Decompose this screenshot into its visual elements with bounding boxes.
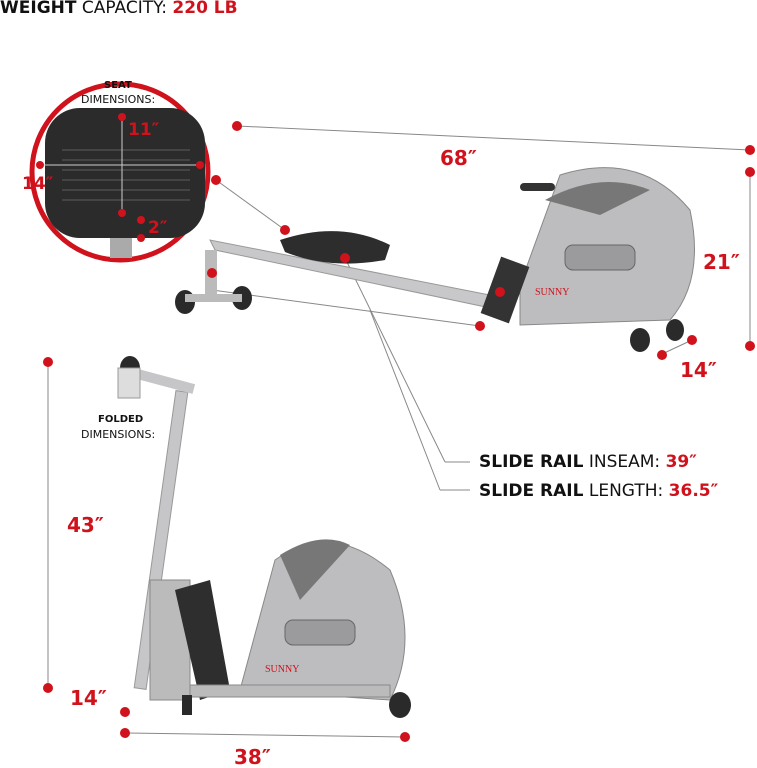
slide-rail-inseam-label-bold: SLIDE RAIL [479, 452, 584, 472]
folded-dimensions-label: DIMENSIONS: [81, 428, 156, 441]
seat-length: 11″ [128, 120, 160, 140]
slide-rail-inseam-label: INSEAM: [588, 452, 661, 472]
seat-width: 14″ [22, 174, 54, 194]
slide-rail-length-label: LENGTH: [588, 481, 664, 501]
folded-width: 14″ [70, 686, 107, 710]
folded-length: 38″ [234, 745, 271, 768]
slide-rail-length: SLIDE RAIL LENGTH: 36.5″ [479, 481, 718, 501]
weight-capacity-value: 220 LB [172, 0, 238, 18]
slide-rail-length-label-bold: SLIDE RAIL [479, 481, 584, 501]
seat-height: 2″ [148, 218, 168, 238]
unfolded-rower [175, 167, 695, 352]
weight-capacity-label-bold: WEIGHT [0, 0, 77, 18]
unfolded-length: 68″ [440, 146, 477, 170]
seat-label: SEAT [104, 80, 132, 91]
unfolded-width: 14″ [680, 358, 717, 382]
unfolded-height: 21″ [703, 250, 740, 274]
dimension-markers [36, 113, 755, 742]
slide-rail-inseam-value: 39″ [665, 452, 697, 472]
weight-capacity-label: CAPACITY: [81, 0, 167, 18]
slide-rail-inseam: SLIDE RAIL INSEAM: 39″ [479, 452, 697, 472]
slide-rail-length-value: 36.5″ [668, 481, 719, 501]
folded-rower [117, 356, 411, 718]
sunny-logo-folded: SUNNY [265, 664, 299, 675]
folded-label: FOLDED [98, 414, 144, 425]
folded-height: 43″ [67, 513, 104, 537]
sunny-logo: SUNNY [535, 287, 569, 298]
weight-capacity-title: WEIGHT CAPACITY: 220 LB [0, 0, 238, 18]
seat-closeup [45, 108, 205, 238]
dimension-lines [47, 125, 751, 738]
seat-dimensions-label: DIMENSIONS: [81, 93, 156, 106]
